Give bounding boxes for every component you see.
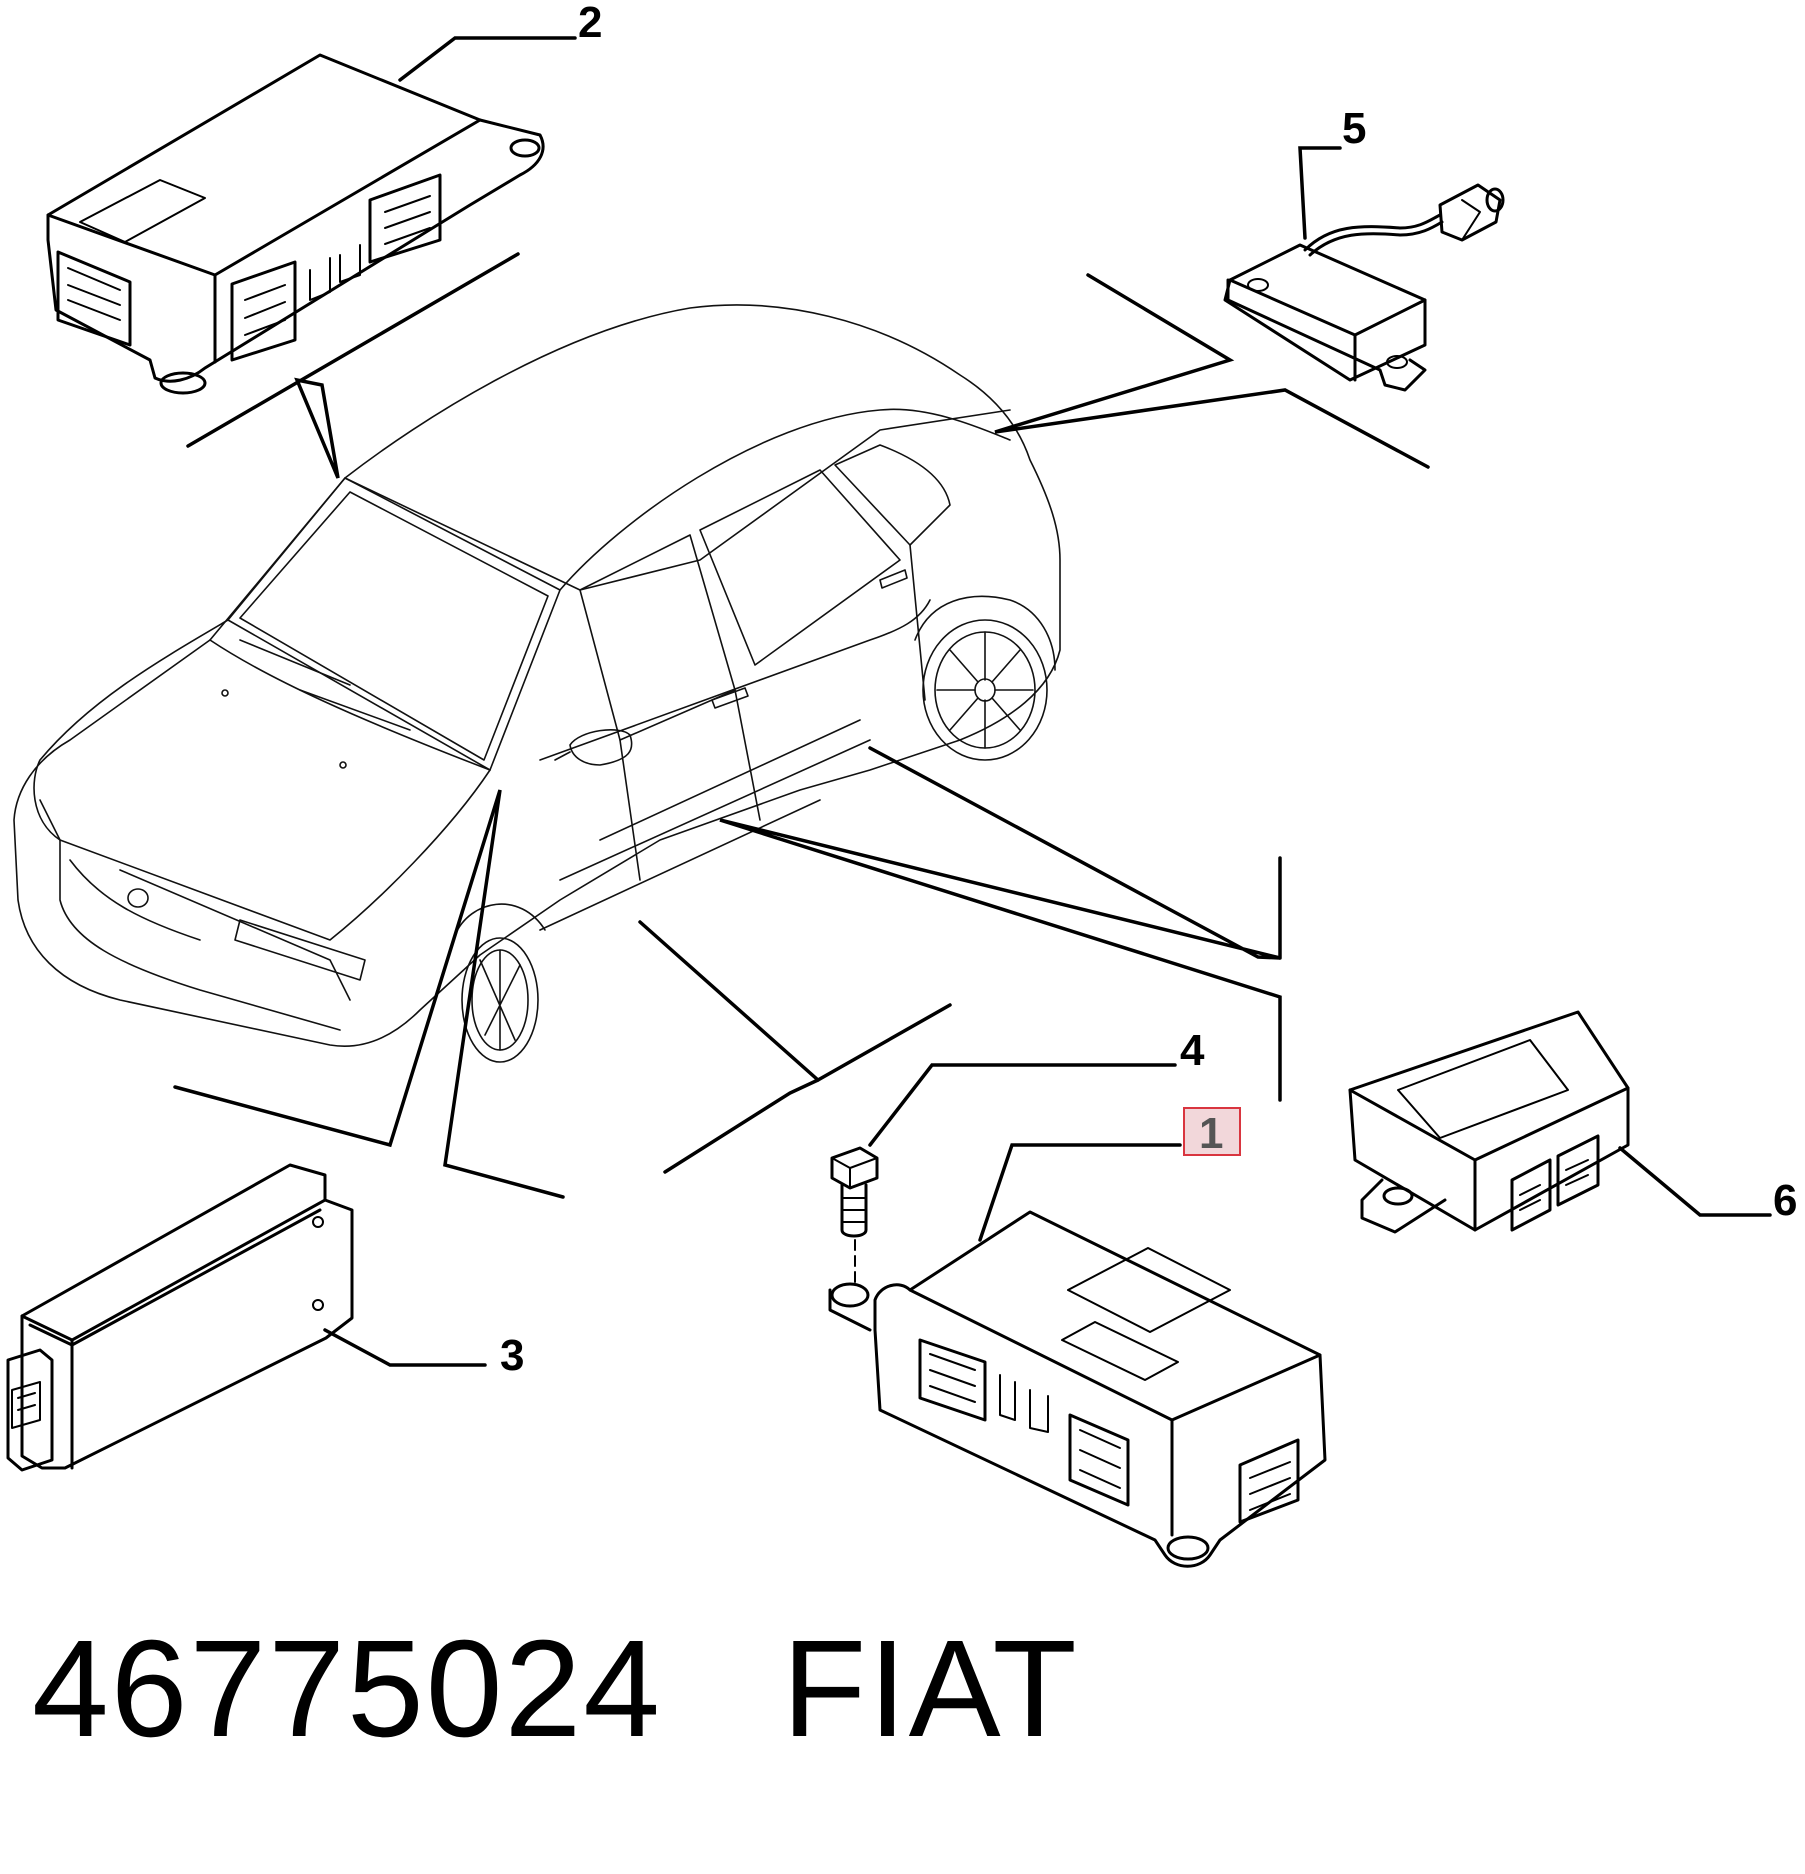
pointer-lines: [173, 252, 1430, 1199]
callout-5[interactable]: 5: [1342, 104, 1366, 153]
part-caption: 46775024 FIAT: [32, 1610, 1079, 1769]
part-4-bolt: [830, 1063, 1177, 1286]
part-2-control-module: [46, 36, 577, 395]
part-6-control-module: [1348, 1010, 1772, 1234]
part-5-sensor: [1223, 146, 1505, 392]
car-illustration: [13, 304, 1061, 1063]
part-number: 46775024: [32, 1612, 662, 1766]
callout-6[interactable]: 6: [1773, 1176, 1797, 1225]
callout-1-highlight-box: [1183, 1107, 1241, 1156]
callout-1[interactable]: 1: [1199, 1109, 1223, 1158]
callout-2[interactable]: 2: [578, 0, 602, 47]
brand-name: FIAT: [782, 1612, 1079, 1766]
part-1-control-module: [828, 1143, 1327, 1568]
callout-4[interactable]: 4: [1180, 1026, 1205, 1075]
callout-3[interactable]: 3: [500, 1331, 524, 1380]
part-3-control-module: [6, 1163, 487, 1472]
